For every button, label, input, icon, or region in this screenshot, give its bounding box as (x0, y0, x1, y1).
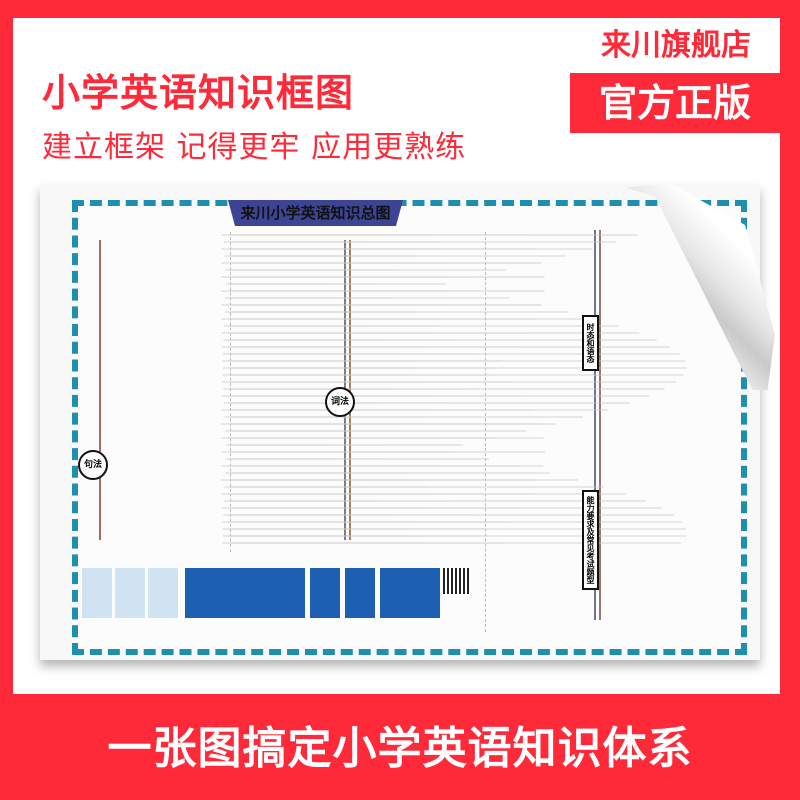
store-badge: 来川旗舰店 (572, 18, 780, 73)
node-abilities: 能力要求及常见考试题型 (582, 490, 599, 590)
poster-title: 来川小学英语知识总图 (228, 200, 403, 226)
thumbnail (410, 568, 440, 618)
thumbnail (345, 568, 375, 618)
thumbnail (215, 568, 245, 618)
bottom-slogan: 一张图搞定小学英语知识体系 (107, 723, 693, 774)
thumbnail (245, 568, 275, 618)
node-syntax: 句法 (78, 450, 108, 480)
subline: 建立框架 记得更牢 应用更熟练 (42, 130, 467, 165)
node-morphology: 词法 (325, 387, 355, 417)
thumbnail (310, 568, 340, 618)
thumbnail (380, 568, 410, 618)
qr-code (443, 568, 469, 594)
headline: 小学英语知识框图 (42, 71, 355, 115)
thumbnail (82, 568, 112, 618)
node-tense-voice: 时态和语态 (582, 315, 599, 371)
thumbnail (115, 568, 145, 618)
thumbnail (185, 568, 215, 618)
thumbnail (148, 568, 178, 618)
thumbnail (275, 568, 305, 618)
official-badge: 官方正版 (570, 73, 780, 133)
divider (485, 232, 486, 632)
divider (230, 232, 231, 552)
